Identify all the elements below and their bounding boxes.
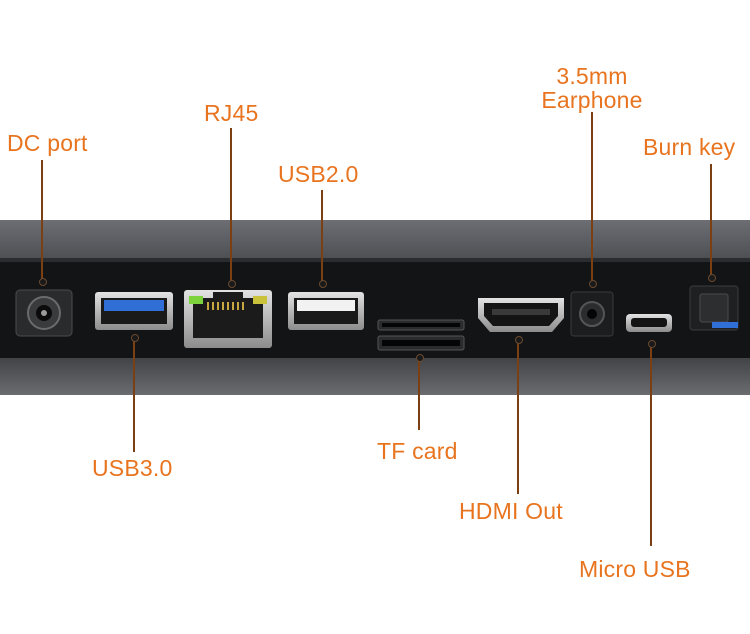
dot-earphone (589, 280, 597, 288)
leader-earphone (591, 112, 593, 284)
label-earphone-line1: 3.5mm (556, 63, 628, 89)
leader-usb3 (133, 336, 135, 452)
housing-top (0, 220, 750, 262)
label-earphone: 3.5mm Earphone (532, 64, 652, 112)
dot-hdmi-out (515, 336, 523, 344)
leader-dc-port (41, 160, 43, 280)
label-usb2: USB2.0 (278, 161, 359, 187)
usb3-port (95, 292, 173, 330)
dot-usb2 (319, 280, 327, 288)
earphone-jack (570, 291, 614, 337)
label-tf-card: TF card (377, 438, 458, 464)
label-earphone-line2: Earphone (541, 87, 643, 113)
burn-key-button (689, 285, 739, 331)
label-hdmi-out: HDMI Out (459, 498, 563, 524)
rj45-port (184, 290, 272, 348)
usb2-port (288, 292, 364, 330)
housing-bottom (0, 355, 750, 395)
dot-dc-port (39, 278, 47, 286)
label-dc-port: DC port (7, 130, 88, 156)
label-burn-key: Burn key (643, 134, 736, 160)
label-rj45: RJ45 (204, 100, 259, 126)
dot-usb3 (131, 334, 139, 342)
dot-burn-key (708, 274, 716, 282)
tf-card-slot (377, 319, 465, 351)
dot-rj45 (228, 280, 236, 288)
dot-tf-card (416, 354, 424, 362)
dot-micro-usb (648, 340, 656, 348)
leader-usb2 (321, 190, 323, 282)
label-micro-usb: Micro USB (579, 556, 691, 582)
leader-micro-usb (650, 342, 652, 546)
hdmi-port (478, 298, 564, 332)
label-usb3: USB3.0 (92, 455, 173, 481)
leader-rj45 (230, 128, 232, 283)
micro-usb-port (626, 314, 672, 332)
leader-tf-card (418, 356, 420, 430)
dc-port-jack (15, 289, 73, 337)
leader-burn-key (710, 164, 712, 279)
leader-hdmi-out (517, 338, 519, 494)
